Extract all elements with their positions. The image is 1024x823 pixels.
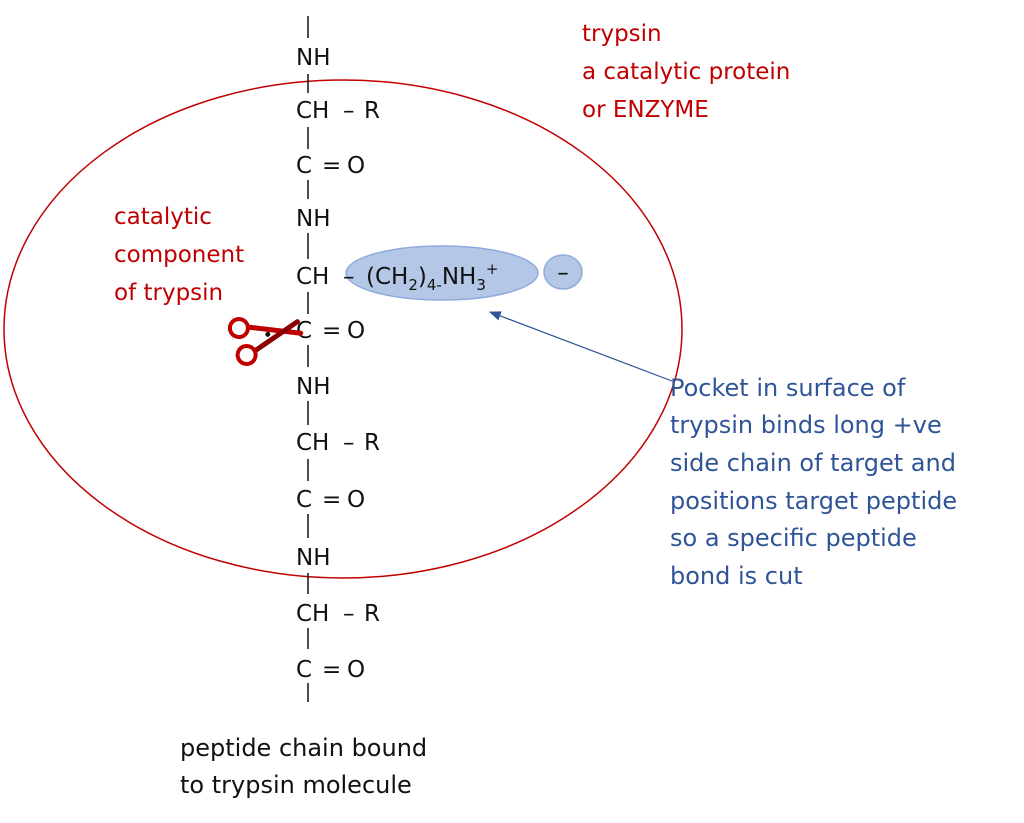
carbonyl-o: O (347, 487, 365, 513)
amine-nh: NH (296, 545, 331, 571)
double-bond: = (322, 318, 341, 344)
residue-3: NH CH – R C = O (296, 374, 380, 513)
carbonyl-c: C (296, 487, 312, 513)
svg-text:bond is cut: bond is cut (670, 562, 803, 590)
bond-dash: – (343, 264, 355, 290)
amine-nh: NH (296, 374, 331, 400)
residue-1: NH CH – R C = O (296, 45, 380, 179)
pocket-negative-charge (543, 254, 583, 290)
residue-4: NH CH – R C = O (296, 545, 380, 683)
svg-text:peptide chain bound: peptide chain bound (180, 734, 427, 762)
svg-text:of trypsin: of trypsin (114, 280, 223, 306)
double-bond: = (322, 657, 341, 683)
binding-pocket (345, 245, 539, 301)
svg-text:or ENZYME: or ENZYME (582, 97, 709, 123)
alpha-carbon: CH (296, 430, 329, 456)
pocket-charge-label: – (557, 260, 569, 286)
enzyme-label: trypsin a catalytic protein or ENZYME (582, 21, 790, 123)
scissors-icon (227, 317, 304, 366)
bond-dash: – (343, 601, 355, 627)
pocket-note: Pocket in surface of trypsin binds long … (670, 374, 957, 590)
carbonyl-o: O (347, 318, 365, 344)
svg-text:so a specific peptide: so a specific peptide (670, 524, 917, 552)
bond-dash: – (343, 430, 355, 456)
long-positive-side-chain: (CH2)4-NH3+ (366, 260, 498, 294)
carbonyl-o: O (347, 657, 365, 683)
trypsin-enzyme-outline (3, 79, 683, 579)
carbonyl-o: O (347, 153, 365, 179)
residue-2: NH CH – (CH2)4-NH3+ C = O (296, 206, 498, 344)
svg-text:a catalytic protein: a catalytic protein (582, 59, 790, 85)
svg-text:catalytic: catalytic (114, 204, 212, 230)
svg-text:side chain of target and: side chain of target and (670, 449, 956, 477)
svg-text:trypsin: trypsin (582, 21, 662, 47)
side-chain-r: R (364, 601, 380, 627)
alpha-carbon: CH (296, 264, 329, 290)
svg-text:to trypsin molecule: to trypsin molecule (180, 771, 412, 799)
alpha-carbon: CH (296, 98, 329, 124)
svg-text:Pocket in surface of: Pocket in surface of (670, 374, 906, 402)
svg-text:component: component (114, 242, 244, 268)
pocket-pointer-arrow (488, 311, 673, 382)
amine-nh: NH (296, 206, 331, 232)
double-bond: = (322, 153, 341, 179)
carbonyl-c: C (296, 657, 312, 683)
svg-text:positions target peptide: positions target peptide (670, 487, 957, 515)
figure-caption: peptide chain bound to trypsin molecule (180, 734, 427, 799)
carbonyl-c: C (296, 318, 312, 344)
double-bond: = (322, 487, 341, 513)
catalytic-component-label: catalytic component of trypsin (114, 204, 244, 306)
svg-text:trypsin binds long +ve: trypsin binds long +ve (670, 411, 942, 439)
carbonyl-c: C (296, 153, 312, 179)
amine-nh: NH (296, 45, 331, 71)
side-chain-r: R (364, 98, 380, 124)
side-chain-r: R (364, 430, 380, 456)
bond-dash: – (343, 98, 355, 124)
alpha-carbon: CH (296, 601, 329, 627)
